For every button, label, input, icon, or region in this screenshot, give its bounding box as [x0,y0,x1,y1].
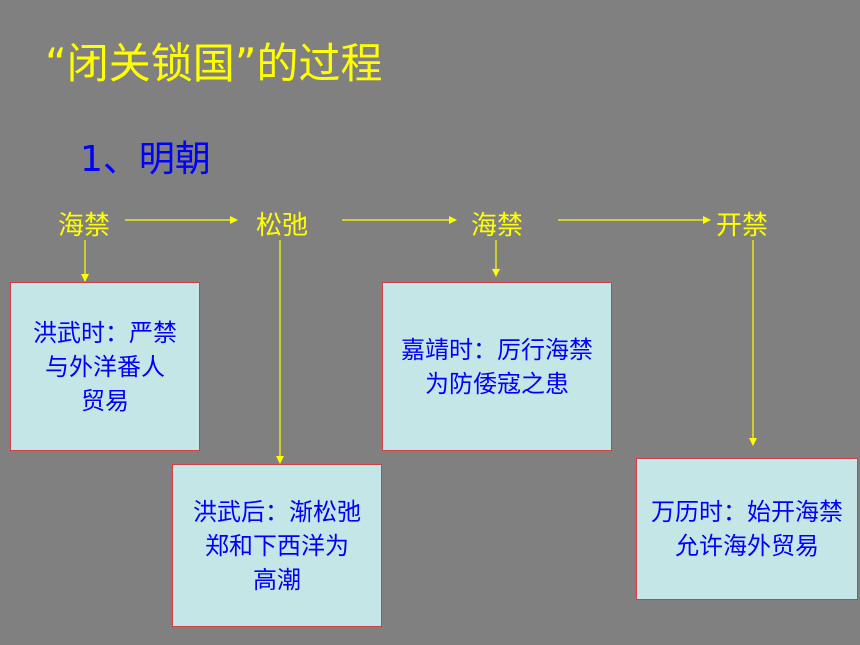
box-after-hongwu-line-2: 郑和下西洋为 [205,531,349,560]
stage-3-label: 海禁 [471,211,524,241]
box-wanli: 万历时：始开海禁 允许海外贸易 [636,458,858,600]
box-wanli-line-2: 允许海外贸易 [675,532,819,560]
box-hongwu: 洪武时：严禁 与外洋番人 贸易 [10,282,200,451]
box-hongwu-line-1: 洪武时：严禁 [33,318,177,347]
box-after-hongwu: 洪武后：渐松弛 郑和下西洋为 高潮 [172,464,382,627]
box-jiajing: 嘉靖时：厉行海禁 为防倭寇之患 [382,282,612,451]
box-jiajing-line-2: 为防倭寇之患 [425,369,569,398]
box-hongwu-line-2: 与外洋番人 [45,352,165,381]
box-hongwu-line-3: 贸易 [81,386,129,415]
box-wanli-line-1: 万历时：始开海禁 [651,498,843,526]
box-after-hongwu-line-3: 高潮 [253,565,301,594]
stage-4-label: 开禁 [716,211,769,241]
section-heading: 1、明朝 [80,139,211,180]
page-title: “闭关锁国”的过程 [45,39,383,88]
box-jiajing-line-1: 嘉靖时：厉行海禁 [401,335,593,364]
stage-2-label: 松弛 [256,211,309,241]
box-after-hongwu-line-1: 洪武后：渐松弛 [193,497,361,526]
stage-1-label: 海禁 [58,211,111,241]
